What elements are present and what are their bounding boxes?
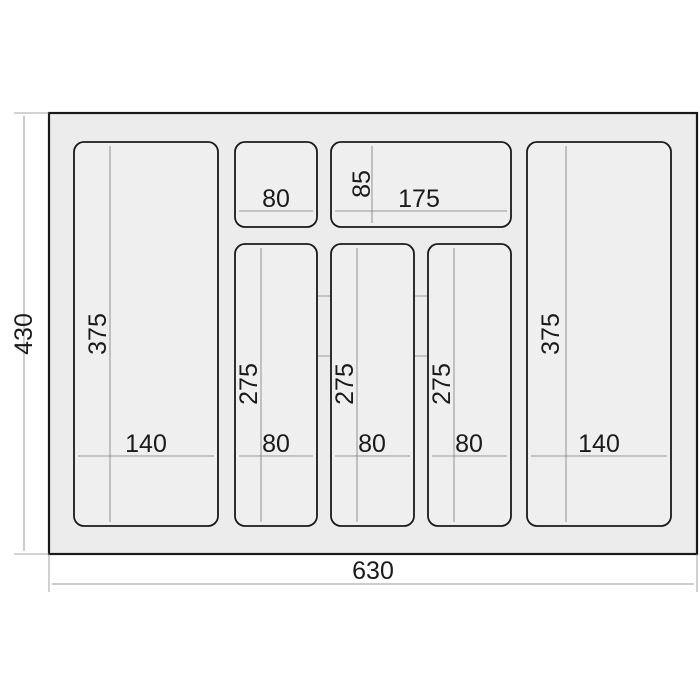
compartment-right-large: 375 140 bbox=[526, 141, 672, 527]
top-wide-height-label: 85 bbox=[348, 170, 376, 198]
middle-connectors bbox=[317, 295, 428, 357]
mid-1-height-label: 275 bbox=[235, 363, 263, 405]
overall-width-label: 630 bbox=[352, 557, 394, 585]
top-small-width-label: 80 bbox=[262, 185, 290, 213]
left-large-height-label: 375 bbox=[84, 313, 112, 355]
right-large-width-label: 140 bbox=[578, 430, 620, 458]
top-wide-width-label: 175 bbox=[398, 185, 440, 213]
overall-width-dimension: 630 bbox=[48, 554, 698, 592]
overall-height-dimension: 430 bbox=[10, 112, 49, 555]
mid-2-height-label: 275 bbox=[331, 363, 359, 405]
overall-height-label: 430 bbox=[10, 313, 38, 355]
compartment-mid-2: 275 80 bbox=[330, 243, 415, 527]
compartment-left-large: 375 140 bbox=[73, 141, 219, 527]
compartment-mid-1: 275 80 bbox=[234, 243, 318, 527]
right-large-height-label: 375 bbox=[537, 313, 565, 355]
mid-1-width-label: 80 bbox=[262, 430, 290, 458]
mid-3-width-label: 80 bbox=[455, 430, 483, 458]
left-large-width-label: 140 bbox=[125, 430, 167, 458]
compartment-top-wide: 85 175 bbox=[330, 141, 512, 228]
mid-2-width-label: 80 bbox=[358, 430, 386, 458]
mid-3-height-label: 275 bbox=[428, 363, 456, 405]
compartment-mid-3: 275 80 bbox=[427, 243, 512, 527]
compartment-top-small: 80 bbox=[234, 141, 318, 228]
